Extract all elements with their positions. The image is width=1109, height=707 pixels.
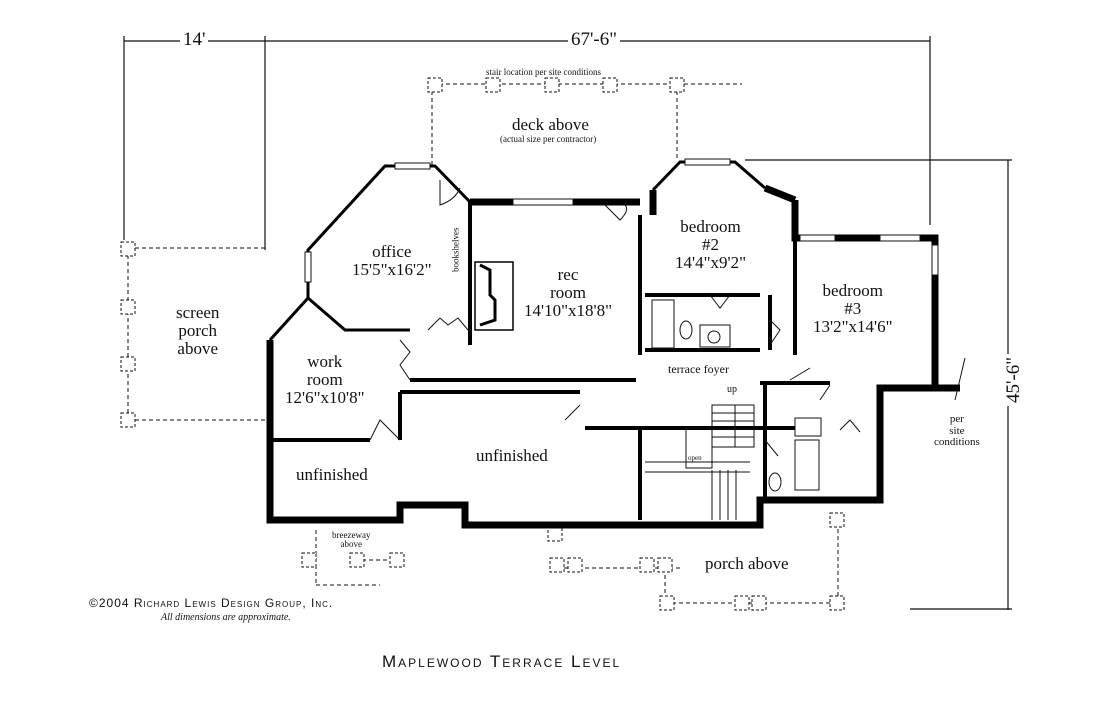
posts — [120, 77, 845, 611]
screen-porch-label: screen porch above — [176, 303, 220, 358]
per-site-conditions-note: per site conditions — [934, 413, 980, 449]
stairs — [645, 404, 755, 520]
deck-size-note: (actual size per contractor) — [500, 134, 597, 144]
breezeway-label: breezeway above — [332, 530, 371, 550]
room-unfinished-left: unfinished — [296, 465, 368, 484]
stair-location-note: stair location per site conditions — [486, 67, 601, 77]
bookshelves-label: bookshelves — [450, 227, 461, 272]
room-terrace-foyer: terrace foyer — [668, 362, 729, 376]
room-office: office 15'5"x16'2" — [352, 242, 432, 279]
fireplace — [474, 261, 514, 331]
bath-fixtures — [651, 299, 822, 492]
dimension-overall-width: 67'-6" — [568, 30, 621, 50]
doors — [369, 180, 861, 457]
open-label: open — [688, 454, 702, 462]
deck-above-label: deck above — [512, 115, 589, 134]
dimension-overall-depth: 45'-6" — [1003, 353, 1024, 406]
room-rec-room: rec room 14'10"x18'8" — [524, 265, 613, 320]
copyright-notice: ©2004 Richard Lewis Design Group, Inc. — [89, 596, 334, 610]
porch-above-label: porch above — [705, 554, 789, 573]
dimensions-disclaimer: All dimensions are approximate. — [161, 612, 291, 623]
room-bedroom-3: bedroom #3 13'2"x14'6" — [813, 281, 893, 336]
plan-title: Maplewood Terrace Level — [382, 652, 622, 671]
leader-line — [954, 357, 966, 401]
dimension-left-width: 14' — [180, 30, 209, 50]
exterior-walls — [266, 184, 960, 529]
room-unfinished-center: unfinished — [476, 446, 548, 465]
interior-walls — [272, 202, 830, 520]
room-bedroom-2: bedroom #2 14'4"x9'2" — [675, 217, 747, 272]
windows — [304, 158, 939, 283]
room-work-room: work room 12'6"x10'8" — [285, 352, 365, 407]
stair-up-label: up — [727, 384, 737, 395]
